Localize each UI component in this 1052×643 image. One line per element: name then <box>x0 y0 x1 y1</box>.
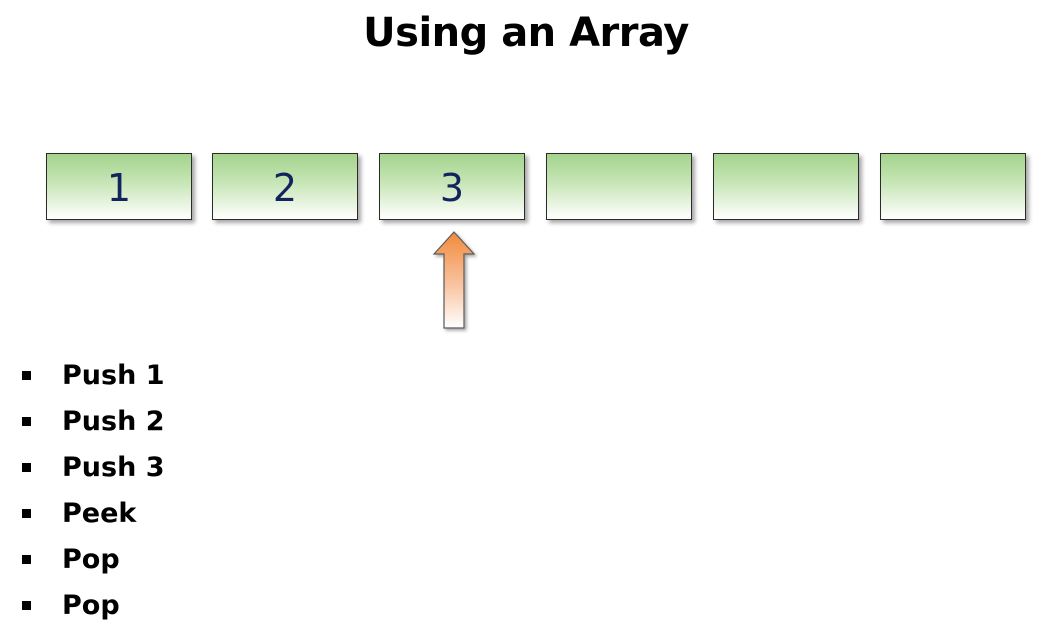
operation-label: Pop <box>62 543 120 575</box>
square-bullet-icon <box>22 600 31 610</box>
list-item: Push 1 <box>18 352 165 398</box>
array-cell-value: 1 <box>106 165 132 210</box>
square-bullet-icon <box>22 554 31 564</box>
square-bullet-icon <box>22 416 31 426</box>
square-bullet-icon <box>22 508 31 518</box>
operation-label: Push 2 <box>62 405 165 437</box>
list-item: Push 3 <box>18 444 165 490</box>
operations-list: Push 1 Push 2 Push 3 Peek Pop Pop <box>18 352 165 628</box>
up-arrow-icon <box>432 231 476 329</box>
list-item: Pop <box>18 582 165 628</box>
list-item: Peek <box>18 490 165 536</box>
operation-label: Push 3 <box>62 451 165 483</box>
array-cell-4 <box>713 153 859 220</box>
array-cell-0: 1 <box>46 153 192 220</box>
array-cell-value: 3 <box>439 165 465 210</box>
array-cell-5 <box>880 153 1026 220</box>
operation-label: Push 1 <box>62 359 165 391</box>
slide-title: Using an Array <box>363 10 689 56</box>
list-item: Push 2 <box>18 398 165 444</box>
operation-label: Peek <box>62 497 137 529</box>
square-bullet-icon <box>22 370 31 380</box>
square-bullet-icon <box>22 462 31 472</box>
list-item: Pop <box>18 536 165 582</box>
operation-label: Pop <box>62 589 120 621</box>
array-cell-value: 2 <box>272 165 298 210</box>
array-cell-1: 2 <box>212 153 358 220</box>
array-cell-2: 3 <box>379 153 525 220</box>
array-cell-3 <box>546 153 692 220</box>
